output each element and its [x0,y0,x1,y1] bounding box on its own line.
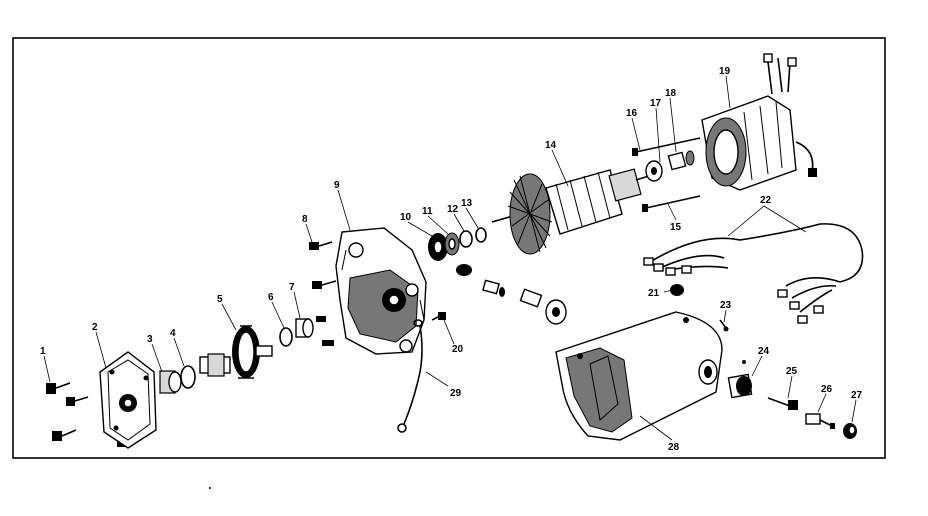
bearing-part-17 [645,160,663,182]
diagram-frame [12,37,886,459]
part-label-29: 29 [450,388,462,399]
wiring-harness-part-22 [643,223,864,324]
motor-housing-part-28 [555,311,723,441]
part-label-26: 26 [821,384,833,395]
part-label-8: 8 [302,214,308,225]
screw-part-8 [309,241,337,289]
spring-clip-part-21 [670,284,684,296]
screw-part-25 [767,397,798,410]
gear-part-11 [444,232,460,256]
part-label-21: 21 [648,288,660,299]
armature-part-14 [491,168,653,255]
ground-wire-part-29 [397,319,423,433]
part-label-23: 23 [720,300,732,311]
bolt-part-16 [632,137,701,156]
part-label-25: 25 [786,366,798,377]
part-label-12: 12 [447,204,459,215]
field-housing-part-19 [701,53,817,191]
part-label-10: 10 [400,212,412,223]
part-label-19: 19 [719,66,731,77]
stray-mark [209,487,211,489]
part-label-2: 2 [92,322,98,333]
washer-part-12 [459,230,473,248]
washer-part-4 [180,365,196,389]
part-label-9: 9 [334,180,340,191]
pinion-gear-part-10 [428,233,448,261]
part-label-17: 17 [650,98,662,109]
part-label-11: 11 [422,206,433,217]
part-label-4: 4 [170,328,176,339]
part-label-24: 24 [758,346,770,357]
part-label-3: 3 [147,334,153,345]
part-label-15: 15 [670,222,682,233]
part-label-7: 7 [289,282,295,293]
part-label-22: 22 [760,195,772,206]
washer-part-6 [279,327,293,347]
spacer-part-18 [667,150,695,171]
gear-shaft-part-5 [199,325,273,379]
screw-part-20 [431,312,446,321]
part-label-18: 18 [665,88,677,99]
long-bolt-part-15 [642,195,701,212]
leader-lines [43,75,857,441]
part-label-1: 1 [40,346,46,357]
part-label-28: 28 [668,442,680,453]
end-cover-plate-part-2 [99,351,157,449]
part-label-14: 14 [545,140,557,151]
cap-part-27 [843,423,857,439]
part-label-27: 27 [851,390,863,401]
part-label-13: 13 [461,198,473,209]
screw-part-23 [719,319,729,332]
bushing-part-3 [159,370,182,394]
part-label-20: 20 [452,344,464,355]
part-label-5: 5 [217,294,223,305]
gear-housing-part-9 [335,227,427,355]
bearing-cap-part-24 [727,360,753,399]
part-label-6: 6 [268,292,274,303]
part-label-16: 16 [626,108,638,119]
bearing-part-7 [295,316,334,346]
washer-part-13 [475,227,487,243]
screw-part-26 [805,413,835,429]
brush-holder-parts [456,264,567,325]
part-labels: 1 2 3 4 5 6 7 8 9 10 11 12 13 14 15 16 1… [40,66,863,453]
